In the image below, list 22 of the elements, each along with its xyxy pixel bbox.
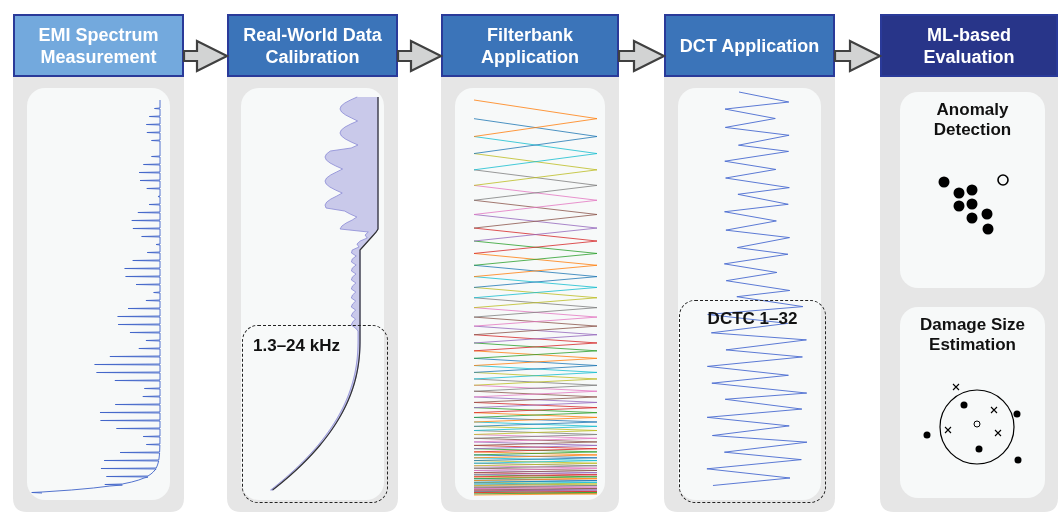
step-box (880, 14, 1058, 77)
step-box (664, 14, 835, 77)
step-title: EMI Spectrum Measurement (37, 23, 160, 68)
step-box (227, 14, 398, 77)
range-label: DCTC 1–32 (707, 309, 798, 329)
block-arrow (617, 39, 667, 73)
highlight-region (242, 325, 388, 503)
block-arrow (833, 39, 883, 73)
result-card (900, 92, 1045, 288)
block-arrow (182, 39, 230, 73)
card-title: Damage Size Estimation (919, 315, 1026, 355)
step-title: ML-based Evaluation (922, 23, 1016, 68)
result-card (900, 307, 1045, 498)
step-title: DCT Application (679, 34, 820, 57)
card-title: Anomaly Detection (932, 100, 1013, 140)
range-label: 1.3–24 kHz (253, 336, 340, 356)
step-box (13, 14, 184, 77)
step-title: Real-World Data Calibration (242, 23, 383, 68)
step-box (441, 14, 619, 77)
highlight-region (679, 300, 826, 503)
step-title: Filterbank Application (480, 23, 580, 68)
block-arrow (396, 39, 444, 73)
